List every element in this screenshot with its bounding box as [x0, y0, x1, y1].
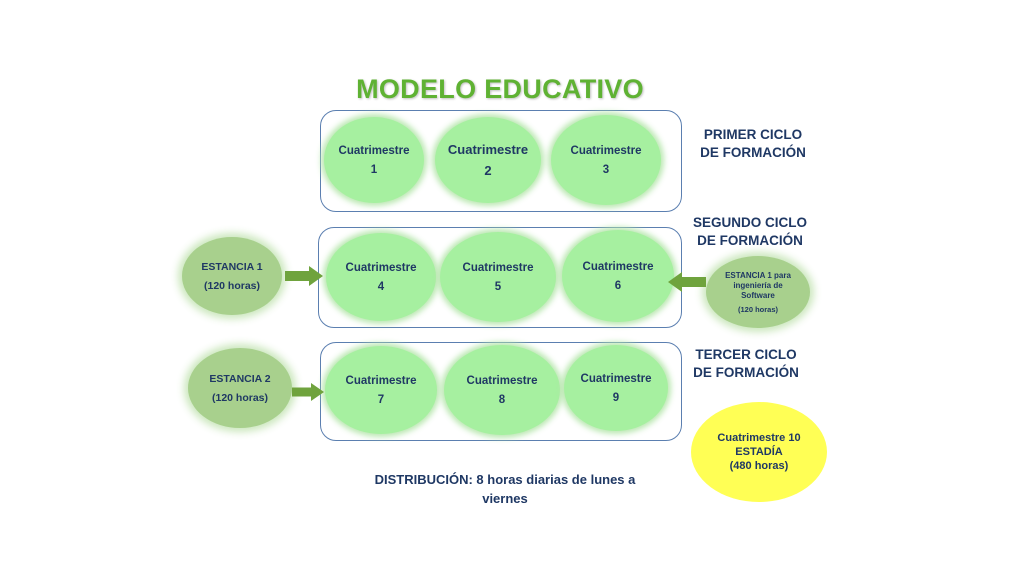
final-line2: ESTADÍA [735, 446, 783, 458]
estancia-label-line3: Software [741, 290, 775, 300]
arrow-right-icon [292, 383, 324, 401]
cycle-label-line1: PRIMER CICLO [703, 127, 803, 142]
quarter-number: 8 [498, 394, 506, 406]
quarter-label: Cuatrimestre [570, 145, 642, 157]
estancia-2: ESTANCIA 2 (120 horas) [188, 348, 292, 428]
cycle-label-line2: DE FORMACIÓN [697, 233, 803, 248]
cycle-label-2: SEGUNDO CICLO DE FORMACIÓN [688, 214, 812, 250]
distribution-note: DISTRIBUCIÓN: 8 horas diarias de lunes a… [360, 470, 650, 508]
cycle-label-line2: DE FORMACIÓN [700, 145, 806, 160]
estancia-hours: (120 horas) [737, 304, 779, 314]
estancia-hours: (120 horas) [211, 391, 269, 404]
quarter-3: Cuatrimestre 3 [551, 115, 661, 205]
quarter-label: Cuatrimestre [466, 375, 538, 387]
quarter-8: Cuatrimestre 8 [444, 345, 560, 435]
cuatrimestre-10-estadia: Cuatrimestre 10 ESTADÍA (480 horas) [691, 402, 827, 502]
quarter-4: Cuatrimestre 4 [326, 233, 436, 321]
quarter-number: 9 [612, 392, 620, 404]
quarter-label: Cuatrimestre [447, 141, 529, 157]
quarter-label: Cuatrimestre [462, 262, 534, 274]
quarter-number: 2 [484, 162, 492, 178]
cycle-label-3: TERCER CICLO DE FORMACIÓN [684, 346, 808, 382]
quarter-label: Cuatrimestre [580, 373, 652, 385]
quarter-7: Cuatrimestre 7 [325, 346, 437, 434]
quarter-6: Cuatrimestre 6 [562, 230, 674, 322]
quarter-number: 5 [494, 281, 502, 293]
quarter-number: 1 [370, 164, 378, 176]
estancia-label: ESTANCIA 2 [209, 372, 271, 385]
quarter-9: Cuatrimestre 9 [564, 345, 668, 431]
final-line3: (480 horas) [729, 460, 789, 472]
cycle-label-line1: SEGUNDO CICLO [692, 215, 807, 230]
quarter-label: Cuatrimestre [582, 261, 654, 273]
quarter-number: 7 [377, 394, 385, 406]
distribution-line2: viernes [482, 491, 528, 506]
final-line1: Cuatrimestre 10 [717, 432, 801, 444]
cycle-label-1: PRIMER CICLO DE FORMACIÓN [693, 126, 813, 162]
quarter-label: Cuatrimestre [345, 375, 417, 387]
cycle-label-line1: TERCER CICLO [695, 347, 797, 362]
estancia-1-software: ESTANCIA 1 para ingeniería de Software (… [706, 256, 810, 328]
quarter-2: Cuatrimestre 2 [435, 117, 541, 203]
quarter-label: Cuatrimestre [345, 262, 417, 274]
estancia-label-line1: ESTANCIA 1 para [725, 270, 791, 280]
distribution-line1: DISTRIBUCIÓN: 8 horas diarias de lunes a [374, 472, 636, 487]
quarter-label: Cuatrimestre [338, 145, 410, 157]
diagram-title: MODELO EDUCATIVO [356, 74, 644, 104]
arrow-left-icon [668, 272, 706, 292]
arrow-right-icon [285, 266, 323, 286]
quarter-5: Cuatrimestre 5 [440, 232, 556, 322]
estancia-label-line2: ingeniería de [733, 280, 783, 290]
quarter-number: 3 [602, 164, 610, 176]
estancia-1: ESTANCIA 1 (120 horas) [182, 237, 282, 315]
estancia-label: ESTANCIA 1 [201, 260, 263, 273]
quarter-number: 6 [614, 280, 622, 292]
cycle-label-line2: DE FORMACIÓN [693, 365, 799, 380]
quarter-1: Cuatrimestre 1 [324, 117, 424, 203]
estancia-hours: (120 horas) [203, 279, 261, 292]
quarter-number: 4 [377, 281, 385, 293]
